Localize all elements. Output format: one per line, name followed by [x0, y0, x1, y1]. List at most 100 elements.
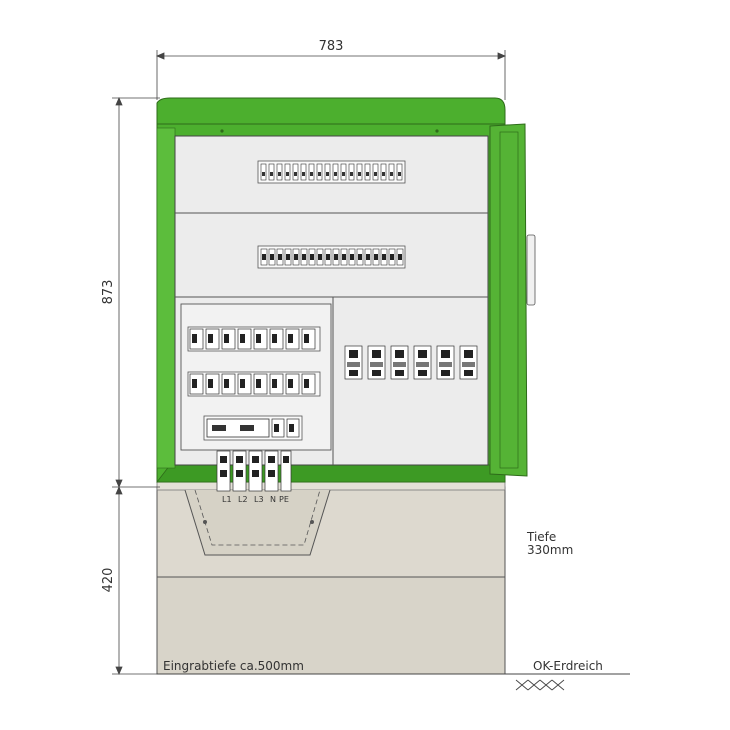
terminal-screw [310, 172, 313, 176]
fuse-cap [464, 370, 473, 376]
mini-breaker-toggle [382, 254, 386, 260]
fuse-cap [418, 370, 427, 376]
terminal-label-l2: L2 [238, 495, 248, 504]
fuse-cap [395, 350, 404, 358]
pe-terminal-screw [283, 456, 289, 463]
mini-breaker-toggle [398, 254, 402, 260]
ground-level-note: OK-Erdreich [533, 659, 603, 673]
breaker-handle [256, 379, 261, 388]
breaker-handle [304, 334, 309, 343]
fuse-cap [349, 370, 358, 376]
terminal-screw [358, 172, 361, 176]
mini-breaker-toggle [294, 254, 298, 260]
terminal-screw [382, 172, 385, 176]
fuse-body [439, 362, 452, 367]
mini-breaker-toggle [286, 254, 290, 260]
terminal-label-l3: L3 [254, 495, 264, 504]
breaker-handle [288, 379, 293, 388]
breaker-handle [304, 379, 309, 388]
terminal-label-l1: L1 [222, 495, 232, 504]
terminal-label-n: N [270, 495, 276, 504]
fuse-cap [418, 350, 427, 358]
terminal-screw [366, 172, 369, 176]
breaker-row-middle [257, 245, 406, 269]
main-terminal-screw [220, 456, 227, 463]
depth-value: 330mm [527, 543, 573, 557]
mini-breaker-toggle [390, 254, 394, 260]
mini-breaker-toggle [278, 254, 282, 260]
breaker-handle [224, 379, 229, 388]
terminal-screw [270, 172, 273, 176]
main-switch-lever [212, 425, 226, 431]
pe-terminal [280, 450, 292, 492]
fuse-cap [372, 350, 381, 358]
breaker-handle [208, 334, 213, 343]
mini-breaker-toggle [358, 254, 362, 260]
mini-breaker-toggle [302, 254, 306, 260]
main-terminal-screw [252, 470, 259, 477]
main-terminal-screw [252, 456, 259, 463]
concrete-base [156, 479, 506, 675]
fuse-body [393, 362, 406, 367]
terminal-screw [342, 172, 345, 176]
terminal-screw [374, 172, 377, 176]
mini-breaker-toggle [318, 254, 322, 260]
mini-breaker-toggle [310, 254, 314, 260]
terminal-screw [262, 172, 265, 176]
burial-depth-note: Eingrabtiefe ca.500mm [163, 659, 304, 673]
fuse-cap [349, 350, 358, 358]
mini-breaker-toggle [326, 254, 330, 260]
fuse-cap [441, 350, 450, 358]
ground-level-line [157, 673, 630, 691]
mini-breaker-toggle [262, 254, 266, 260]
terminal-label-pe: PE [279, 495, 289, 504]
width-dimension-label: 783 [319, 39, 344, 54]
breaker-handle [192, 334, 197, 343]
base-height-dimension-label: 420 [101, 568, 116, 593]
main-terminal-screw [236, 456, 243, 463]
mini-breaker-toggle [270, 254, 274, 260]
terminal-screw [398, 172, 401, 176]
breaker-row-left-b [187, 371, 321, 397]
terminal-screw [294, 172, 297, 176]
fuse-body [462, 362, 475, 367]
breaker-handle [288, 334, 293, 343]
terminal-screw [326, 172, 329, 176]
fuse-body [370, 362, 383, 367]
terminal-row-top [257, 160, 406, 184]
depth-label: Tiefe [526, 530, 556, 544]
aux-breaker-handle [289, 424, 294, 432]
main-terminal-screw [220, 470, 227, 477]
cabinet-height-dimension-label: 873 [101, 280, 116, 305]
main-switch [206, 418, 270, 438]
mini-breaker-toggle [334, 254, 338, 260]
aux-breaker-handle [274, 424, 279, 432]
breaker-handle [272, 379, 277, 388]
main-terminal-screw [236, 470, 243, 477]
breaker-handle [240, 379, 245, 388]
fuse-cap [372, 370, 381, 376]
breaker-handle [208, 379, 213, 388]
dimension-lines [112, 50, 507, 676]
terminal-screw [350, 172, 353, 176]
mini-breaker-toggle [342, 254, 346, 260]
mini-breaker-toggle [374, 254, 378, 260]
breaker-handle [272, 334, 277, 343]
fuse-cap [464, 350, 473, 358]
fuse-cap [441, 370, 450, 376]
breaker-handle [256, 334, 261, 343]
breaker-handle [192, 379, 197, 388]
main-switch-lever [240, 425, 254, 431]
terminal-screw [318, 172, 321, 176]
main-terminal-screw [268, 456, 275, 463]
terminal-screw [278, 172, 281, 176]
breaker-row-left-a [187, 326, 321, 352]
mini-breaker-toggle [350, 254, 354, 260]
terminal-screw [302, 172, 305, 176]
terminal-screw [334, 172, 337, 176]
fuse-body [416, 362, 429, 367]
fuse-body [347, 362, 360, 367]
terminal-screw [390, 172, 393, 176]
main-switch-row [203, 415, 303, 441]
